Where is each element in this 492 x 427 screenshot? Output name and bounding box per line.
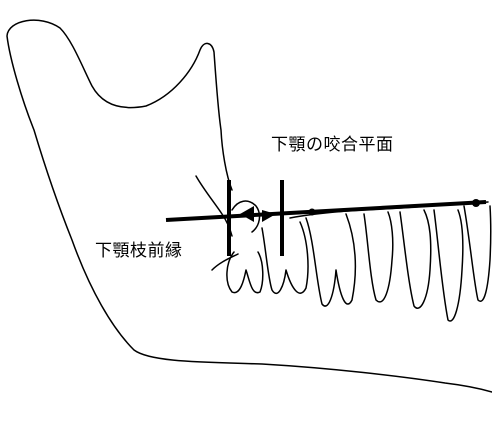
triangle-marker-right: [262, 210, 276, 222]
premolar-2: [364, 212, 393, 302]
ramus-anterior-border-label: 下顎枝前縁: [95, 236, 183, 261]
canine: [434, 210, 463, 321]
teeth-roots: [227, 202, 491, 321]
occlusal-plane-label: 下顎の咬合平面: [271, 130, 394, 155]
triangle-marker-left: [240, 206, 254, 222]
molar-3: [227, 252, 263, 293]
premolar-1: [400, 210, 431, 308]
occlusal-point-2: [472, 199, 480, 207]
occlusal-point-1: [309, 209, 316, 216]
molar-1: [306, 214, 355, 306]
ramus-anterior-lower: [212, 254, 238, 270]
incisor: [464, 206, 491, 301]
occlusal-plane-line: [166, 202, 486, 220]
molar-2: [262, 222, 308, 293]
ramus-inner-contour: [196, 176, 232, 236]
